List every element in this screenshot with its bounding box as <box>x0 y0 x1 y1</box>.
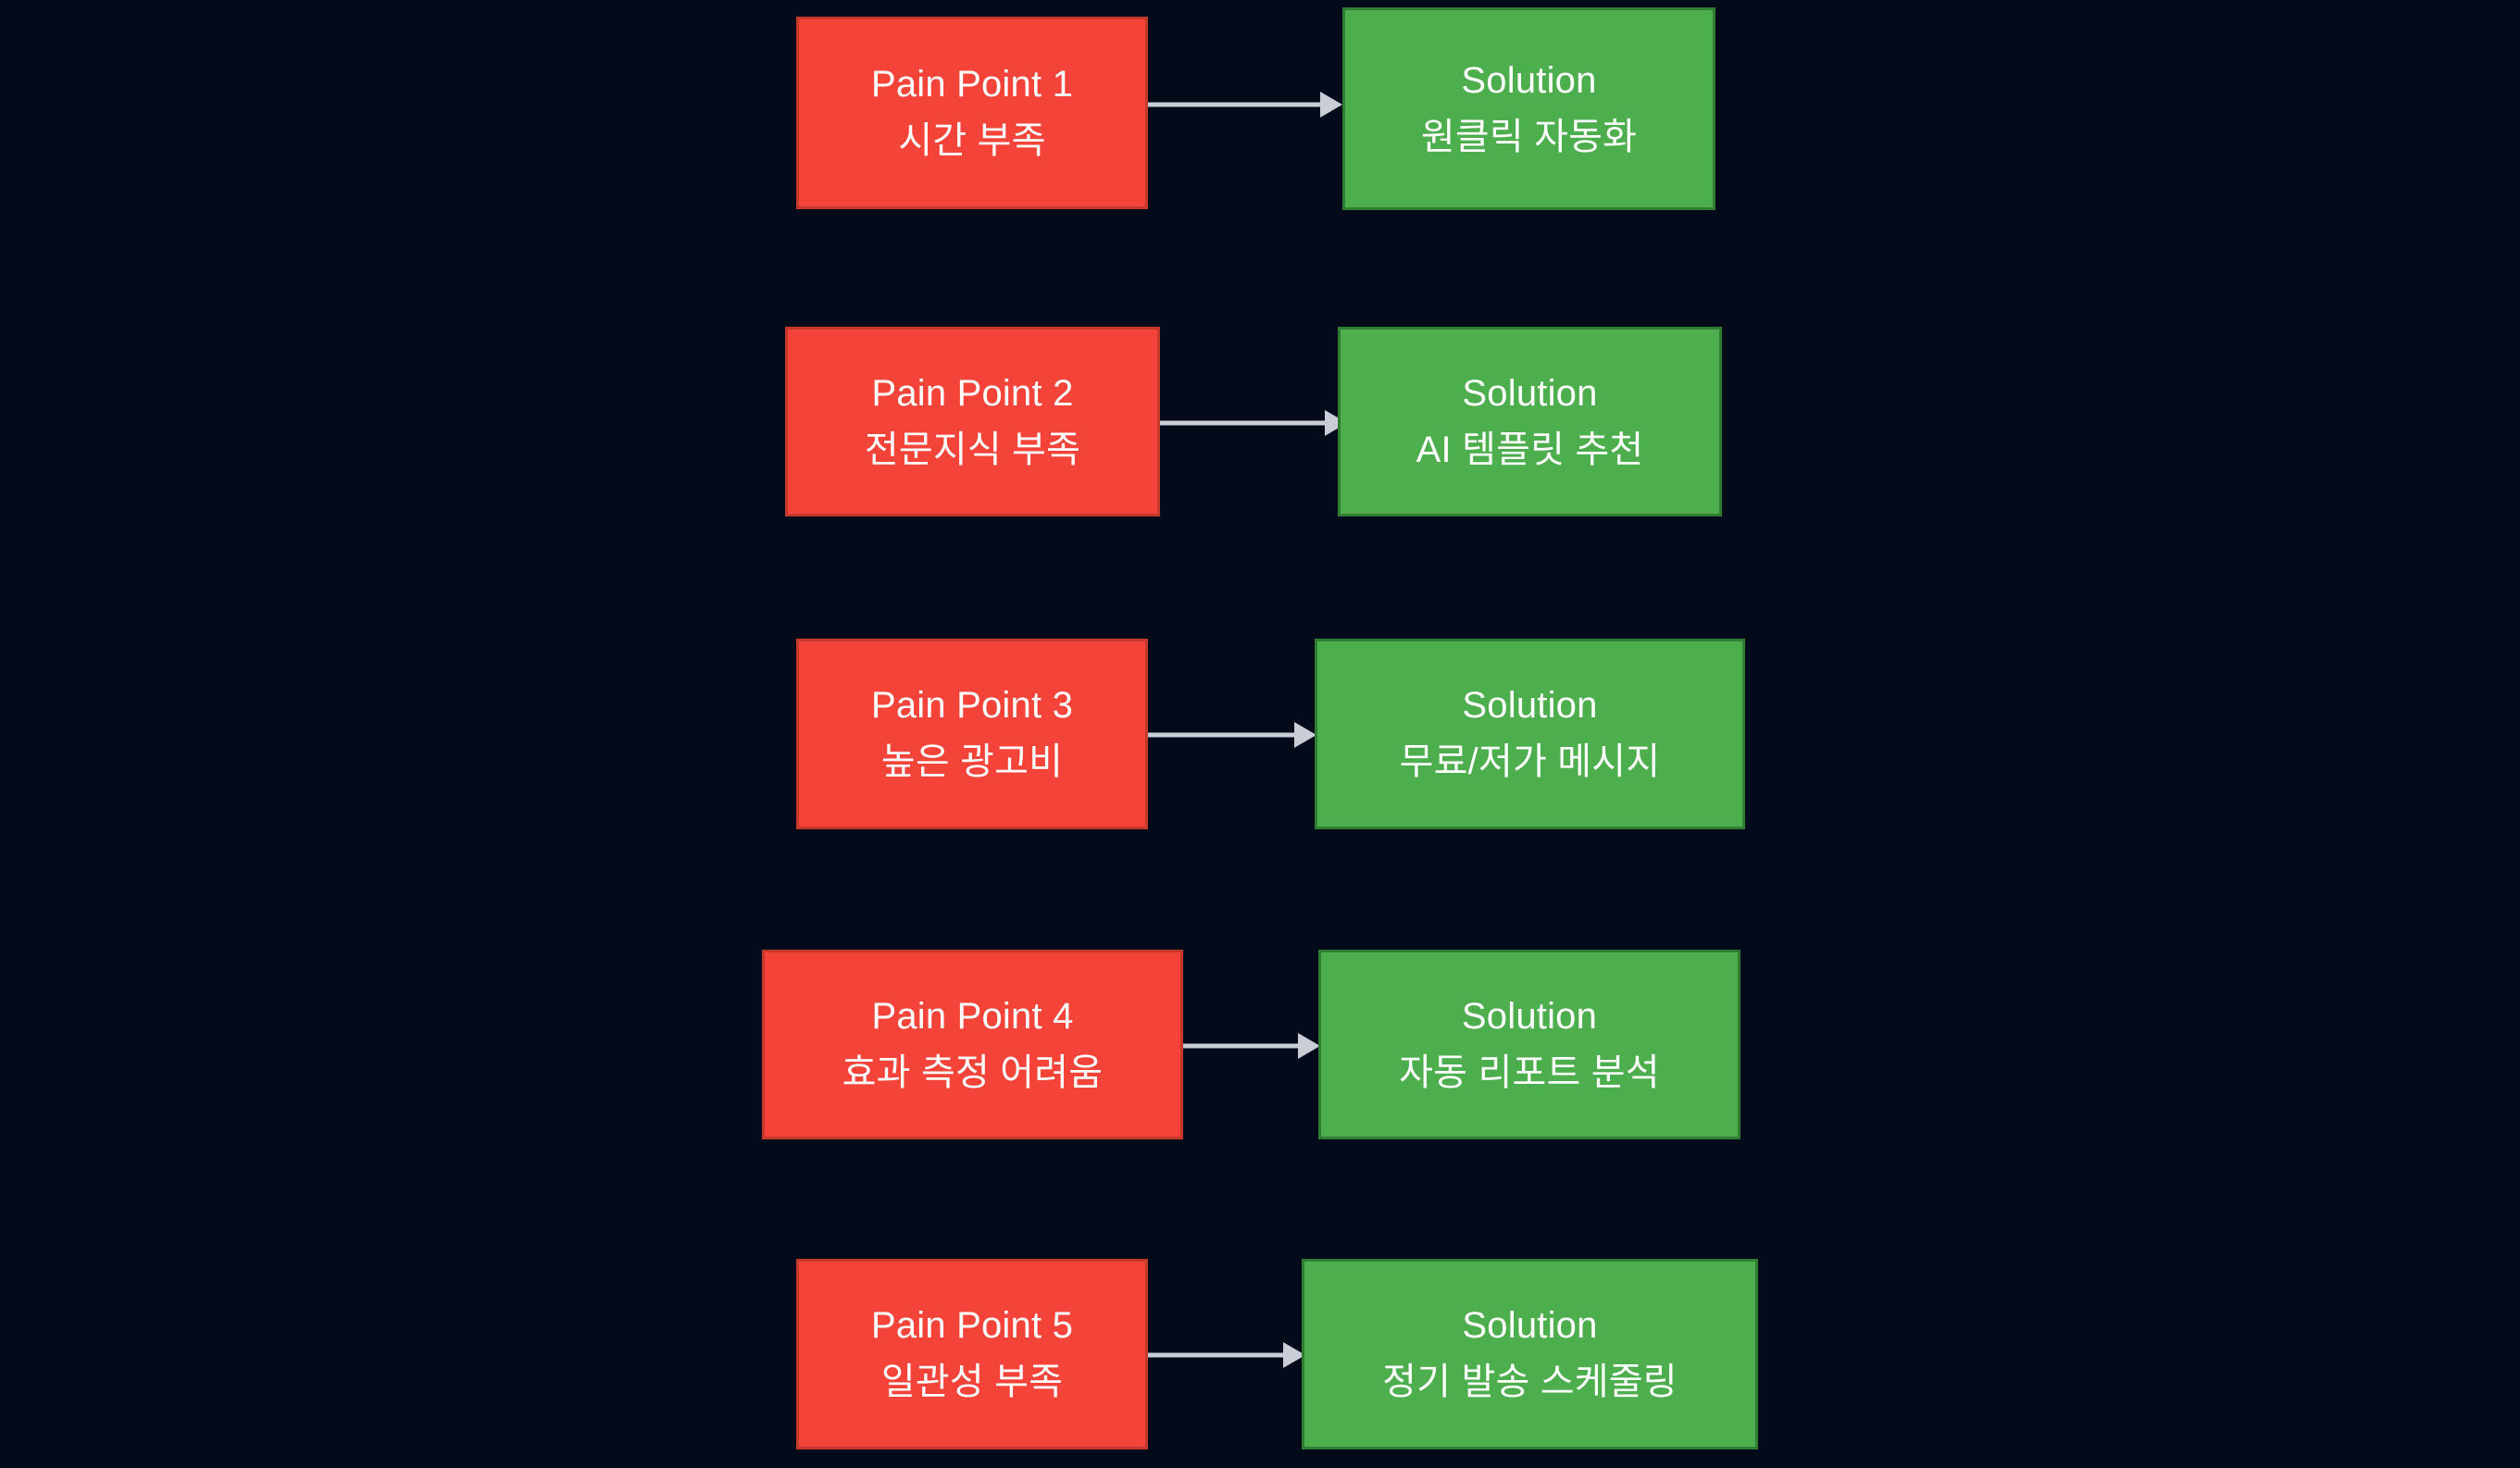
solution-subtitle-3: 무료/저가 메시지 <box>1399 741 1661 782</box>
pain-point-node-1[interactable]: Pain Point 1 시간 부족 <box>796 17 1148 209</box>
arrow-pain-to-solution-1 <box>1148 91 1342 118</box>
solution-node-4[interactable]: Solution 자동 리포트 분석 <box>1318 950 1740 1139</box>
pain-point-node-2[interactable]: Pain Point 2 전문지식 부족 <box>785 327 1160 516</box>
arrow-pain-to-solution-5 <box>1148 1341 1305 1369</box>
flow-row-3: Pain Point 3 높은 광고비 Solution 무료/저가 메시지 <box>0 0 2520 829</box>
arrow-shaft-2 <box>1160 420 1327 426</box>
arrow-head-1 <box>1320 92 1342 118</box>
arrow-pain-to-solution-4 <box>1183 1032 1320 1060</box>
pain-point-title-1: Pain Point 1 <box>870 64 1074 106</box>
arrow-shaft-1 <box>1148 102 1322 107</box>
pain-point-subtitle-4: 효과 측정 어려움 <box>842 1051 1104 1093</box>
pain-point-title-2: Pain Point 2 <box>871 372 1074 414</box>
arrow-pain-to-solution-3 <box>1148 721 1316 749</box>
solution-title-5: Solution <box>1462 1305 1598 1347</box>
solution-subtitle-5: 정기 발송 스케줄링 <box>1382 1362 1678 1402</box>
solution-node-2[interactable]: Solution AI 템플릿 추천 <box>1338 327 1722 516</box>
pain-point-title-3: Pain Point 3 <box>870 685 1074 727</box>
arrow-head-3 <box>1294 722 1316 748</box>
solution-title-4: Solution <box>1461 995 1598 1037</box>
pain-point-title-5: Pain Point 5 <box>870 1305 1074 1347</box>
solution-node-5[interactable]: Solution 정기 발송 스케줄링 <box>1302 1259 1758 1449</box>
solution-title-3: Solution <box>1462 685 1598 727</box>
solution-node-3[interactable]: Solution 무료/저가 메시지 <box>1315 639 1745 829</box>
solution-subtitle-4: 자동 리포트 분석 <box>1399 1051 1660 1093</box>
pain-point-subtitle-1: 시간 부족 <box>898 120 1046 161</box>
flow-row-1: Pain Point 1 시간 부족 Solution 원클릭 자동화 <box>0 0 2520 222</box>
arrow-shaft-5 <box>1148 1352 1287 1358</box>
pain-point-node-4[interactable]: Pain Point 4 효과 측정 어려움 <box>762 950 1183 1139</box>
solution-subtitle-1: 원클릭 자동화 <box>1420 116 1638 157</box>
arrow-shaft-3 <box>1148 732 1298 738</box>
flow-row-4: Pain Point 4 효과 측정 어려움 Solution 자동 리포트 분… <box>0 0 2520 1139</box>
solution-subtitle-2: AI 템플릿 추천 <box>1416 429 1644 470</box>
arrow-shaft-4 <box>1183 1043 1302 1049</box>
pain-point-subtitle-5: 일관성 부족 <box>880 1362 1064 1402</box>
solution-title-2: Solution <box>1462 372 1598 414</box>
solution-title-1: Solution <box>1461 59 1597 101</box>
pain-point-subtitle-3: 높은 광고비 <box>880 741 1064 782</box>
solution-node-1[interactable]: Solution 원클릭 자동화 <box>1342 7 1715 210</box>
arrow-head-4 <box>1298 1033 1320 1059</box>
arrow-pain-to-solution-2 <box>1160 409 1347 437</box>
flow-row-2: Pain Point 2 전문지식 부족 Solution AI 템플릿 추천 <box>0 0 2520 516</box>
pain-point-title-4: Pain Point 4 <box>871 995 1074 1037</box>
pain-point-node-3[interactable]: Pain Point 3 높은 광고비 <box>796 639 1148 829</box>
pain-point-node-5[interactable]: Pain Point 5 일관성 부족 <box>796 1259 1148 1449</box>
pain-point-subtitle-2: 전문지식 부족 <box>864 429 1081 470</box>
